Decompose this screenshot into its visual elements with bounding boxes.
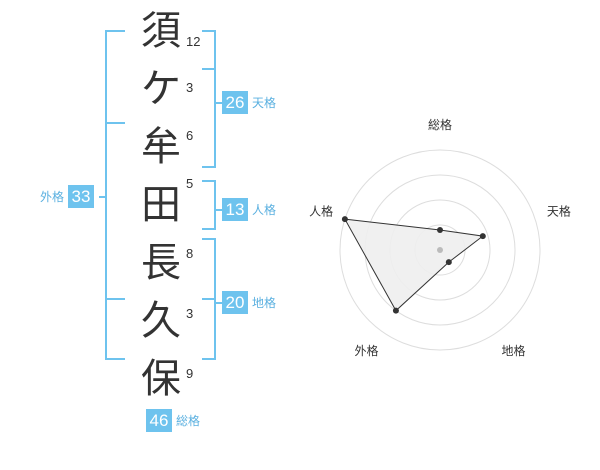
radar-axis-label-4: 外格 (355, 343, 379, 358)
name-character-5: 長 (141, 240, 181, 286)
radar-axis-label-3: 地格 (501, 343, 525, 358)
chikaku-label: 地格 (252, 296, 277, 310)
gaikaku-badge: 外格 33 (40, 185, 95, 208)
name-character-3: 牟 (141, 124, 181, 170)
soukaku-value: 46 (146, 409, 172, 432)
radar-polygon (343, 218, 485, 312)
tenkaku-label: 天格 (252, 96, 277, 110)
soukaku-badge: 46 総格 (146, 409, 200, 432)
stroke-count-3: 6 (186, 128, 194, 143)
bracket-tick (202, 298, 216, 300)
soukaku-label: 総格 (176, 414, 201, 428)
tenkaku-value: 26 (222, 91, 248, 114)
stroke-count-4: 5 (186, 176, 194, 191)
stroke-count-5: 8 (186, 246, 194, 261)
name-character-6: 久 (141, 298, 181, 344)
gaikaku-bracket (105, 30, 125, 360)
radar-axis-label-1: 総格 (428, 117, 452, 132)
name-character-4: 田 (141, 182, 181, 228)
chikaku-value: 20 (222, 291, 248, 314)
radar-axis-label-5: 人格 (309, 203, 333, 218)
bracket-tick (105, 298, 125, 300)
gaikaku-label: 外格 (40, 190, 65, 204)
jinkaku-value: 13 (222, 198, 248, 221)
chikaku-badge: 20 地格 (222, 291, 276, 314)
bracket-tick (105, 122, 125, 124)
stroke-count-1: 12 (186, 34, 201, 49)
gaikaku-value: 33 (68, 185, 95, 208)
radar-axis-label-2: 天格 (547, 203, 571, 218)
radar-point-3 (445, 259, 452, 266)
radar-point-5 (341, 216, 348, 223)
radar-point-4 (392, 307, 399, 314)
radar-point-1 (437, 227, 443, 233)
bracket-connector (214, 209, 222, 211)
tenkaku-badge: 26 天格 (222, 91, 276, 114)
stroke-count-2: 3 (186, 80, 194, 95)
radar-area (341, 216, 486, 314)
name-character-2: ケ (141, 66, 181, 112)
jinkaku-badge: 13 人格 (222, 198, 276, 221)
bracket-connector (214, 102, 222, 104)
name-character-7: 保 (141, 356, 181, 402)
bracket-connector (99, 196, 107, 198)
radar-point-2 (479, 233, 486, 240)
jinkaku-label: 人格 (252, 203, 277, 217)
bracket-tick (202, 68, 216, 70)
jinkaku-bracket (202, 180, 216, 230)
stroke-count-6: 3 (186, 306, 194, 321)
bracket-connector (214, 302, 222, 304)
stroke-count-7: 9 (186, 366, 194, 381)
tenkaku-bracket (202, 30, 216, 168)
radar-center-dot (437, 247, 443, 253)
name-character-1: 須 (141, 8, 181, 54)
